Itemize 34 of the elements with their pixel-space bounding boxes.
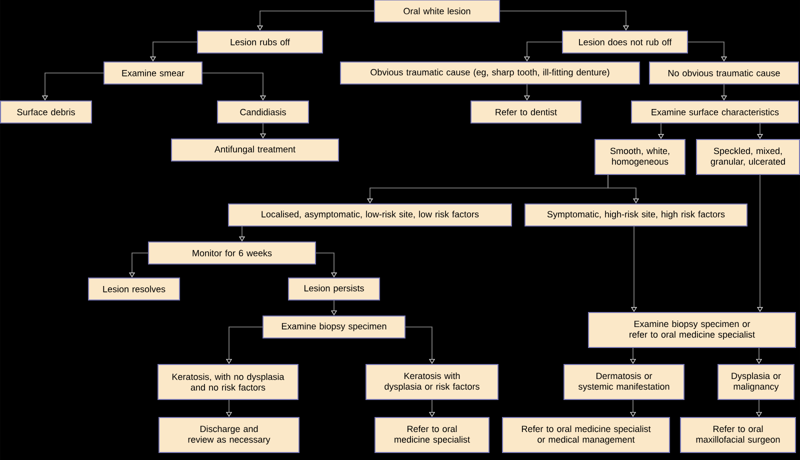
- flowchart-box: Dysplasia or malignancy: [718, 364, 794, 400]
- flowchart-box: Oral white lesion: [374, 0, 500, 22]
- flowchart-box: No obvious traumatic cause: [649, 62, 799, 84]
- flowchart-box: Discharge and review as necessary: [158, 416, 300, 453]
- flowchart-box: Monitor for 6 weeks: [148, 241, 316, 264]
- flowchart-box: Symptomatic, high-risk site, high risk factors: [524, 204, 748, 226]
- flowchart-box: Examine smear: [104, 62, 202, 84]
- flowchart-box: Refer to oral maxillofacial surgeon: [680, 416, 796, 453]
- flowchart-box: Refer to oral medicine specialist or medical management: [502, 416, 670, 453]
- flowchart-box: Keratosis, with no dysplasia and no risk factors: [158, 364, 298, 400]
- flowchart-box: Lesion resolves: [88, 277, 180, 300]
- arrow: [688, 42, 728, 62]
- flowchart-box: Examine biopsy specimen or refer to oral medicine specialist: [588, 312, 796, 348]
- flowchart-box: Examine surface characteristics: [631, 100, 799, 124]
- flowchart-box: Refer to dentist: [470, 100, 582, 124]
- flowchart-box: Keratosis with dysplasia or risk factors: [366, 364, 498, 400]
- arrow: [202, 72, 266, 100]
- arrow: [405, 326, 436, 364]
- flowchart-box: Dermatosis or systemic manifestation: [564, 364, 684, 400]
- arrow: [608, 174, 640, 204]
- flowchart-box: Localised, asymptomatic, low-risk site, low risk factors: [228, 204, 512, 226]
- flowchart-box: Refer to oral medicine specialist: [374, 416, 490, 453]
- flowchart-box: Lesion persists: [288, 277, 380, 300]
- flowchart-box: Lesion does not rub off: [562, 30, 688, 54]
- flowchart-box: Speckled, mixed, granular, ulcerated: [696, 139, 800, 175]
- flowchart-box: Smooth, white, homogeneous: [594, 139, 686, 175]
- flowchart-box: Examine biopsy specimen: [262, 315, 406, 338]
- flowchart-box: Surface debris: [0, 100, 92, 124]
- flowchart-box: Antifungal treatment: [171, 138, 339, 162]
- flowchart-box: Lesion rubs off: [197, 30, 323, 54]
- arrow: [316, 252, 338, 278]
- flowchart-box: Obvious traumatic cause (eg, sharp tooth, ill-fitting denture): [340, 62, 640, 84]
- flowchart-box: Candidiasis: [217, 100, 309, 124]
- arrow: [500, 10, 630, 30]
